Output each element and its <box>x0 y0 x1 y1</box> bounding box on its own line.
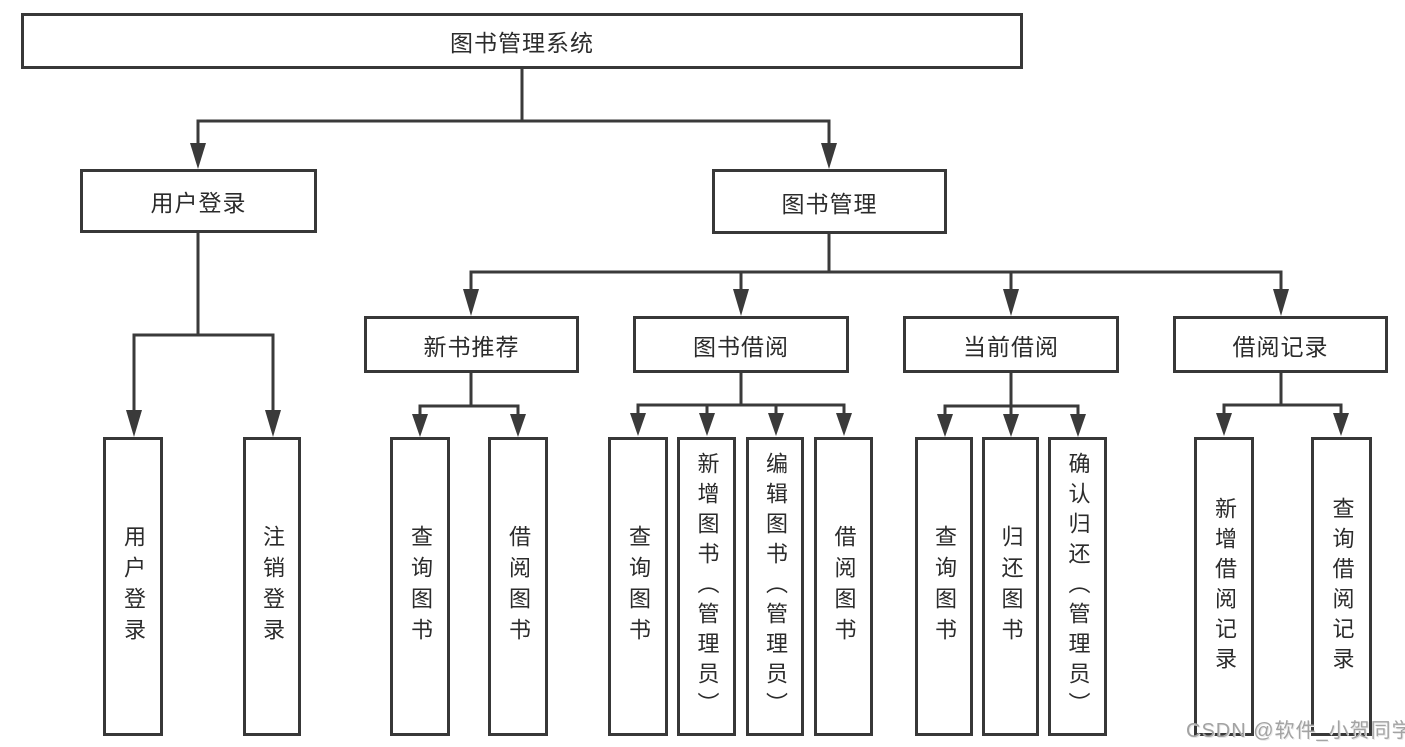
node-root: 图书管理系统 <box>21 13 1023 69</box>
edge-borrow-record-to-leaves <box>1216 373 1349 436</box>
csdn-watermark: CSDN @软件_小贺同学 <box>1186 720 1405 742</box>
leaf-add-borrow-record: 新增借阅记录 <box>1194 437 1254 736</box>
leaf-query-book-1: 查询图书 <box>390 437 450 736</box>
node-borrow-record: 借阅记录 <box>1173 316 1388 373</box>
leaf-query-borrow-record: 查询借阅记录 <box>1311 437 1372 736</box>
leaf-query-book-2: 查询图书 <box>608 437 668 736</box>
edge-root-to-level2 <box>190 69 837 169</box>
leaf-borrow-book-2: 借阅图书 <box>814 437 873 736</box>
edge-new-book-to-leaves <box>412 373 526 437</box>
leaf-user-login: 用户登录 <box>103 437 163 736</box>
leaf-add-book-admin: 新增图书（管理员） <box>677 437 736 736</box>
leaf-confirm-return-admin: 确认归还（管理员） <box>1048 437 1107 736</box>
node-current-borrow: 当前借阅 <box>903 316 1119 373</box>
leaf-return-book: 归还图书 <box>982 437 1039 736</box>
edge-user-login-to-leaves <box>126 233 281 437</box>
node-book-management: 图书管理 <box>712 169 947 234</box>
node-book-borrow: 图书借阅 <box>633 316 849 373</box>
edge-book-management-to-level3 <box>463 234 1289 316</box>
edge-current-borrow-to-leaves <box>937 373 1086 437</box>
node-user-login: 用户登录 <box>80 169 317 233</box>
leaf-edit-book-admin: 编辑图书（管理员） <box>746 437 804 736</box>
node-new-book-recommend: 新书推荐 <box>364 316 579 373</box>
edge-book-borrow-to-leaves <box>630 373 852 436</box>
leaf-query-book-3: 查询图书 <box>915 437 973 736</box>
leaf-logout: 注销登录 <box>243 437 301 736</box>
leaf-borrow-book-1: 借阅图书 <box>488 437 548 736</box>
